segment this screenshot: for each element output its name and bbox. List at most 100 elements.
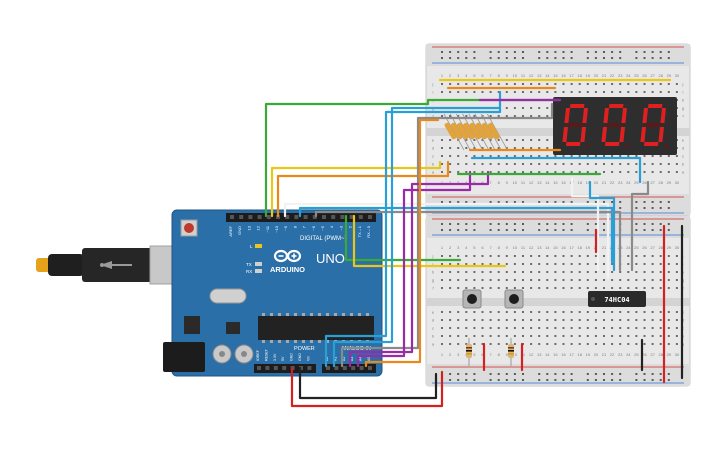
wire-white[interactable] — [570, 176, 600, 272]
column-number: 9 — [506, 352, 509, 357]
rail-hole — [554, 373, 557, 375]
breadboard-hole — [513, 171, 516, 173]
breadboard-hole — [481, 91, 484, 93]
breadboard-hole — [619, 91, 622, 93]
wire-white[interactable] — [283, 202, 610, 280]
breadboard-hole — [643, 311, 646, 313]
wire-yellow[interactable] — [270, 160, 442, 218]
breadboard-hole — [546, 335, 549, 337]
column-number: 3 — [457, 180, 460, 185]
breadboard-hole — [562, 155, 565, 157]
breadboard-hole — [651, 155, 654, 157]
seven-segment-display[interactable] — [553, 97, 677, 155]
wire-gray[interactable] — [630, 180, 650, 272]
display-digit — [640, 104, 668, 148]
breadboard-hole — [643, 271, 646, 273]
column-number: 7 — [489, 73, 492, 78]
rail-hole — [643, 51, 646, 53]
rail-hole — [651, 201, 654, 203]
breadboard-hole — [538, 279, 541, 281]
wire-blue[interactable] — [332, 106, 502, 368]
column-number: 28 — [658, 245, 663, 250]
header-pin-label: A1 — [333, 357, 337, 361]
breadboard-hole — [489, 271, 492, 273]
breadboard-hole — [473, 263, 476, 265]
wire-orange[interactable] — [364, 118, 440, 368]
chip-label: 74HC04 — [604, 296, 629, 304]
rail-hole — [594, 51, 597, 53]
breadboard-hole — [522, 319, 524, 321]
breadboard-hole — [667, 287, 670, 289]
column-number: 24 — [626, 352, 631, 357]
rail-hole — [505, 223, 508, 225]
breadboard-hole — [497, 319, 500, 321]
wire-blue[interactable] — [588, 180, 616, 272]
breadboard-hole — [643, 327, 646, 329]
breadboard-hole — [481, 83, 484, 85]
push-button-1[interactable] — [462, 289, 482, 309]
breadboard-hole — [481, 163, 484, 165]
inverter-chip[interactable]: 74HC04 — [588, 291, 646, 307]
breadboard-hole — [530, 279, 533, 281]
breadboard-hole — [570, 263, 573, 265]
rail-hole — [667, 201, 670, 203]
wire-green[interactable] — [344, 214, 462, 262]
breadboard-hole — [530, 263, 533, 265]
breadboard-bottom-holes[interactable] — [441, 223, 678, 381]
rail-hole — [651, 51, 654, 53]
wire-green[interactable] — [264, 98, 562, 218]
breadboard-hole — [570, 327, 573, 329]
rail-hole — [659, 57, 662, 59]
resistor — [463, 122, 476, 140]
wire-blue[interactable] — [298, 206, 614, 264]
breadboard-hole — [562, 263, 565, 265]
rail-hole — [667, 379, 670, 381]
breadboard-hole — [594, 163, 597, 165]
breadboard-hole — [497, 83, 500, 85]
breadboard-hole — [659, 311, 662, 313]
breadboard-hole — [627, 263, 630, 265]
breadboard-hole — [449, 311, 452, 313]
display-segment — [582, 108, 588, 123]
wire-purple[interactable] — [356, 170, 472, 368]
wires[interactable] — [264, 78, 684, 408]
resistor-array[interactable] — [443, 113, 508, 151]
display-segment — [621, 108, 627, 123]
wire-black[interactable] — [298, 366, 438, 400]
pulldown-resistor-1[interactable] — [466, 338, 472, 366]
wire-red[interactable] — [290, 366, 444, 408]
push-button-2[interactable] — [504, 289, 524, 309]
column-number: 20 — [594, 180, 599, 185]
header-pin-label: 3.3V — [273, 353, 277, 361]
wire-orange[interactable] — [276, 160, 450, 218]
rail-hole — [465, 229, 468, 231]
rail-hole — [562, 229, 565, 231]
breadboard-hole — [675, 255, 678, 257]
reset-button[interactable] — [180, 219, 198, 237]
breadboard-hole — [675, 279, 678, 281]
breadboard-hole — [554, 287, 557, 289]
wire-purple[interactable] — [348, 170, 490, 368]
wire-yellow[interactable] — [352, 214, 507, 268]
rail-hole — [603, 51, 605, 53]
column-number: 15 — [553, 73, 558, 78]
rail-hole — [465, 373, 468, 375]
header-socket — [368, 366, 372, 370]
breadboard-hole — [449, 343, 452, 345]
breadboard-hole — [635, 335, 638, 337]
rail-hole — [505, 379, 508, 381]
breadboard-hole — [530, 147, 533, 149]
wire-gray[interactable] — [340, 102, 554, 368]
display-segment — [562, 127, 568, 142]
wire-blue[interactable] — [470, 156, 642, 184]
breadboard-hole — [538, 139, 541, 141]
rail-hole — [562, 51, 565, 53]
breadboard-hole — [619, 287, 622, 289]
column-number: 4 — [465, 245, 468, 250]
rail-hole — [570, 57, 573, 59]
rail-hole — [522, 201, 524, 203]
breadboard-hole — [530, 155, 533, 157]
wire-gray[interactable] — [314, 210, 622, 272]
pulldown-resistor-2[interactable] — [508, 338, 514, 366]
